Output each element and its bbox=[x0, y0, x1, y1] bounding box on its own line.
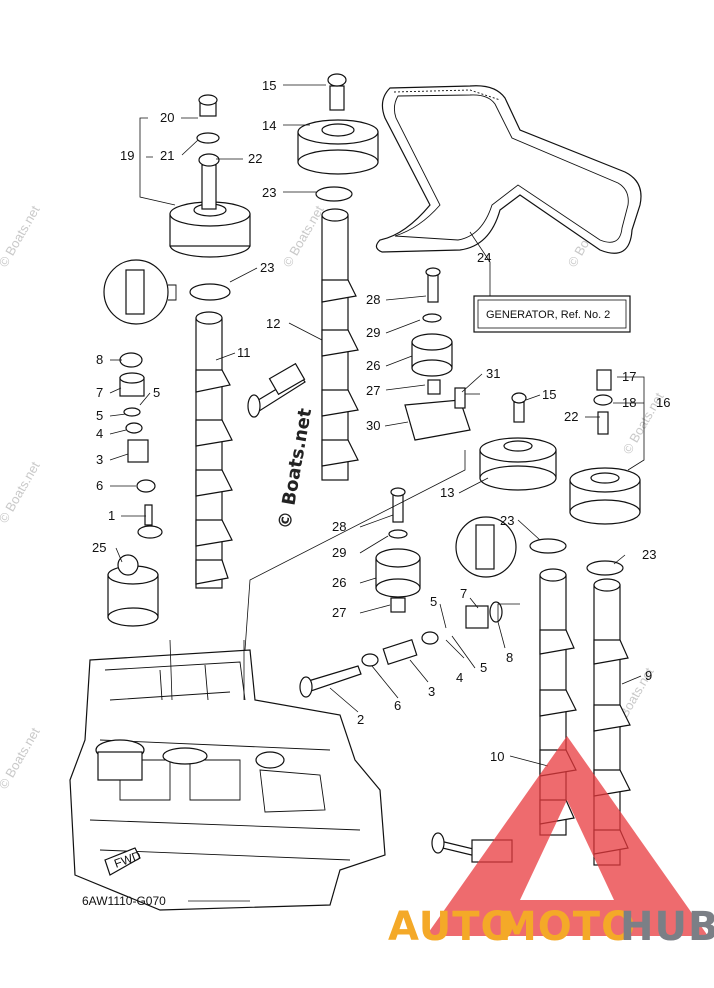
callout-24: 24 bbox=[477, 250, 491, 265]
callout-15: 15 bbox=[542, 387, 556, 402]
idler-pulley-upper bbox=[404, 267, 471, 441]
callout-26: 26 bbox=[332, 575, 346, 590]
callout-10: 10 bbox=[490, 749, 504, 764]
generator-label: GENERATOR, Ref. No. 2 bbox=[486, 309, 610, 321]
callout-18: 18 bbox=[622, 395, 636, 410]
right-inset-detail bbox=[455, 516, 517, 578]
center-cam-pulley bbox=[297, 73, 379, 202]
generator-reference-box: GENERATOR, Ref. No. 2 bbox=[469, 231, 631, 333]
callout-26: 26 bbox=[366, 358, 380, 373]
callout-4: 4 bbox=[456, 670, 463, 685]
callout-23: 23 bbox=[260, 260, 274, 275]
callout-15: 15 bbox=[262, 78, 276, 93]
callout-28: 28 bbox=[332, 519, 346, 534]
callout-9: 9 bbox=[645, 668, 652, 683]
callout-1: 1 bbox=[108, 508, 115, 523]
callout-21: 21 bbox=[160, 148, 174, 163]
callout-29: 29 bbox=[332, 545, 346, 560]
logo-part-auto: AUTO bbox=[388, 904, 516, 950]
callout-20: 20 bbox=[160, 110, 174, 125]
callout-5: 5 bbox=[480, 660, 487, 675]
cylinder-head-block: FWD bbox=[69, 649, 386, 911]
right-cam-pulley bbox=[479, 392, 557, 491]
callout-7: 7 bbox=[96, 385, 103, 400]
callout-27: 27 bbox=[332, 605, 346, 620]
logo-part-moto: MOTO bbox=[497, 904, 636, 950]
leader-lines bbox=[109, 84, 645, 902]
automotohub-logo: AUTO MOTO HUB bbox=[388, 736, 714, 950]
callout-17: 17 bbox=[622, 369, 636, 384]
callout-6: 6 bbox=[96, 478, 103, 493]
callout-22: 22 bbox=[564, 409, 578, 424]
watermark-2: © Boats.net bbox=[0, 459, 43, 526]
callout-28: 28 bbox=[366, 292, 380, 307]
left-small-parts bbox=[119, 352, 163, 539]
callout-6: 6 bbox=[394, 698, 401, 713]
callout-2: 2 bbox=[357, 712, 364, 727]
callout-11: 11 bbox=[237, 345, 251, 360]
callout-5: 5 bbox=[96, 408, 103, 423]
center-camshaft bbox=[321, 208, 359, 481]
callout-8: 8 bbox=[96, 352, 103, 367]
logo-triangle bbox=[426, 736, 708, 936]
watermark-4: © Boats.net bbox=[280, 203, 327, 270]
timing-belt bbox=[375, 85, 642, 254]
callout-7: 7 bbox=[460, 586, 467, 601]
callout-numbers: 15 14 20 21 19 22 23 23 24 28 29 12 11 2… bbox=[92, 78, 670, 764]
callout-23: 23 bbox=[500, 513, 514, 528]
callout-27: 27 bbox=[366, 383, 380, 398]
callout-5: 5 bbox=[430, 594, 437, 609]
callout-23: 23 bbox=[642, 547, 656, 562]
callout-13: 13 bbox=[440, 485, 454, 500]
diagram-code: 6AW1110-G070 bbox=[82, 894, 166, 908]
callout-8: 8 bbox=[506, 650, 513, 665]
callout-14: 14 bbox=[262, 118, 276, 133]
callout-23: 23 bbox=[262, 185, 276, 200]
callout-22: 22 bbox=[248, 151, 262, 166]
left-cam-pulley-assembly bbox=[169, 94, 251, 258]
callout-29: 29 bbox=[366, 325, 380, 340]
callout-3: 3 bbox=[428, 684, 435, 699]
center-watermark: © Boats.net bbox=[274, 406, 316, 530]
left-inset-detail bbox=[103, 259, 177, 325]
tensioner bbox=[107, 554, 159, 627]
logo-part-hub: HUB bbox=[620, 904, 714, 950]
callout-19: 19 bbox=[120, 148, 134, 163]
callout-3: 3 bbox=[96, 452, 103, 467]
callout-31: 31 bbox=[486, 366, 500, 381]
callout-30: 30 bbox=[366, 418, 380, 433]
left-camshaft bbox=[189, 283, 233, 589]
callout-12: 12 bbox=[266, 316, 280, 331]
callout-4: 4 bbox=[96, 426, 103, 441]
watermark-3: © Boats.net bbox=[0, 725, 43, 792]
callout-16: 16 bbox=[656, 395, 670, 410]
callout-5: 5 bbox=[153, 385, 160, 400]
idler-pulley-lower bbox=[375, 487, 421, 613]
center-valve-assembly bbox=[247, 362, 306, 418]
watermark-1: © Boats.net bbox=[0, 203, 43, 270]
callout-25: 25 bbox=[92, 540, 106, 555]
right-cam-pulley-assembly bbox=[529, 369, 641, 576]
